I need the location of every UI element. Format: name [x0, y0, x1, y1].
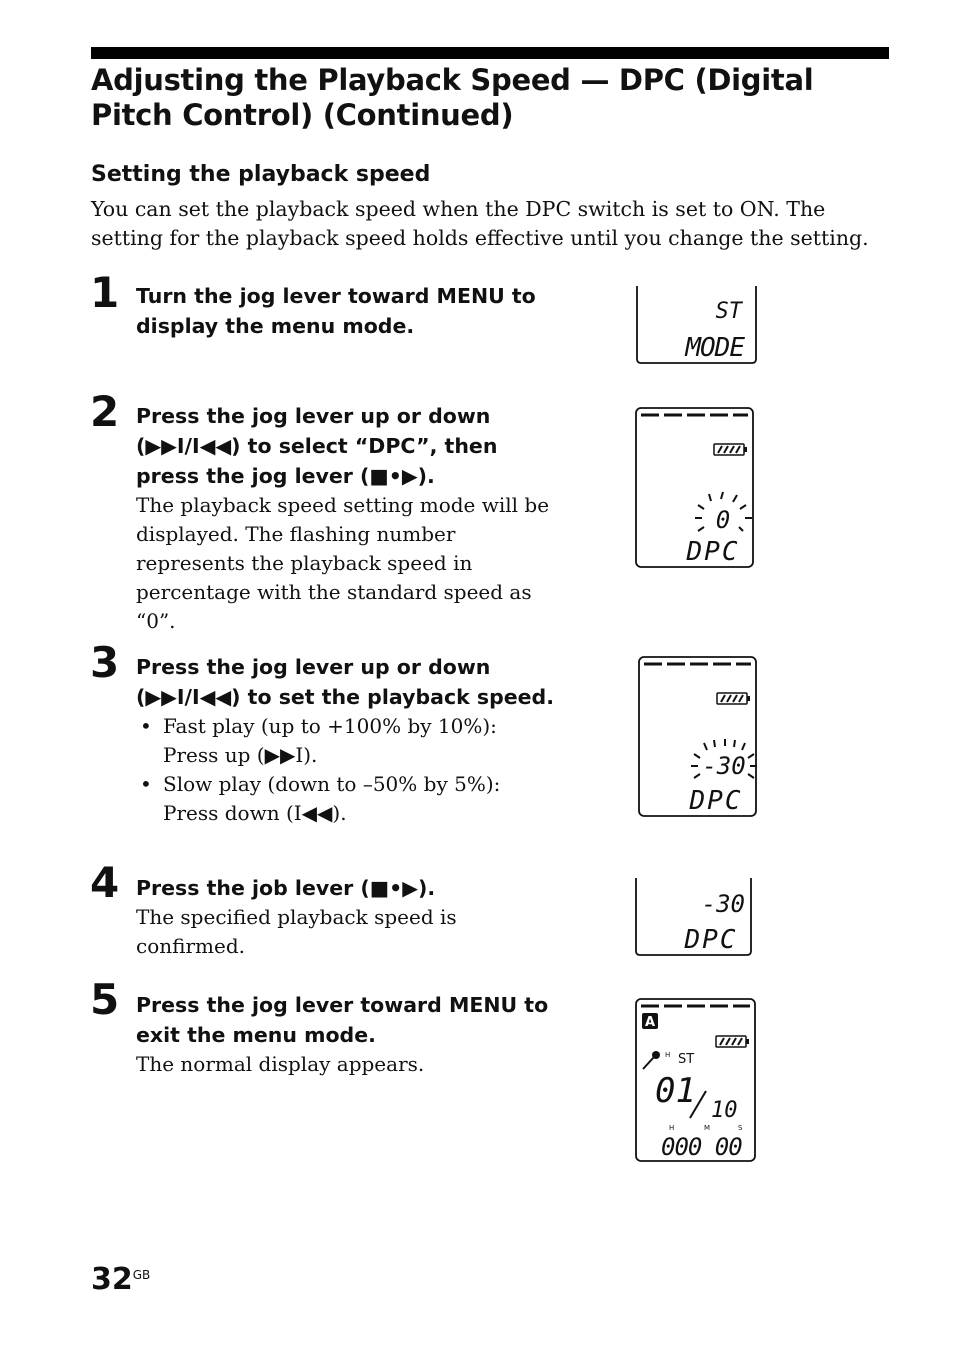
step-2-instruction: Press the jog lever up or down (▶▶I/I◀◀)… [136, 404, 498, 488]
lcd-5-total: 10 [711, 1098, 738, 1123]
lcd-5-counter: 000 00 [661, 1133, 742, 1161]
step-3-number: 3 [90, 638, 120, 687]
lcd-5-mic-sensitivity: H [665, 1051, 670, 1059]
step-3-bullet-fast: Fast play (up to +100% by 10%): Press up… [136, 712, 556, 770]
lcd-5-seconds-label: S [738, 1124, 743, 1132]
lcd-3-flash-rays [691, 739, 757, 779]
lcd-2-value: 0 [716, 506, 730, 534]
lcd-5-track: 01 [655, 1071, 696, 1111]
page-number: 32GB [91, 1262, 150, 1297]
lcd-4-value: -30 [702, 890, 745, 918]
step-3-bullet-slow: Slow play (down to –50% by 5%): Press do… [136, 770, 556, 828]
step-5-instruction: Press the jog lever toward MENU to exit … [136, 993, 549, 1047]
lcd-display-normal: A H ST 01 10 H M S 000 00 [635, 998, 756, 1162]
header-rule [91, 47, 889, 59]
lcd-display-dpc-select: 0 DPC [635, 407, 754, 568]
step-3-bullets: Fast play (up to +100% by 10%): Press up… [136, 712, 556, 828]
lcd-2-main: DPC [686, 537, 740, 567]
lcd-2-flash-rays [695, 491, 752, 532]
lcd-5-mode: ST [678, 1052, 694, 1067]
page-title: Adjusting the Playback Speed — DPC (Digi… [91, 63, 814, 132]
lcd-5-folder-badge [642, 1013, 658, 1029]
lcd-4-main: DPC [684, 925, 738, 955]
lcd-3-main: DPC [689, 786, 743, 816]
step-5-number: 5 [90, 975, 120, 1024]
lcd-3-value: -30 [702, 752, 745, 780]
lcd-1-top: ST [716, 299, 744, 324]
step-1-number: 1 [90, 268, 120, 317]
step-1-instruction: Turn the jog lever toward MENU to displa… [136, 284, 536, 338]
step-3-instruction: Press the jog lever up or down (▶▶I/I◀◀)… [136, 655, 555, 709]
step-2-number: 2 [90, 387, 120, 436]
step-3: Press the jog lever up or down (▶▶I/I◀◀)… [136, 652, 556, 828]
step-5-body: The normal display appears. [136, 1052, 425, 1076]
lcd-5-slash [689, 1090, 707, 1119]
section-intro: You can set the playback speed when the … [91, 197, 869, 250]
step-4-body: The specified playback speed is confirme… [136, 905, 457, 958]
lcd-5-minutes-label: M [704, 1124, 710, 1132]
lcd-3-battery-icon [716, 692, 750, 705]
step-4-number: 4 [90, 858, 120, 907]
lcd-5-folder-label: A [645, 1015, 655, 1030]
step-4: Press the job lever (■•▶). The specified… [136, 873, 556, 961]
step-2: Press the jog lever up or down (▶▶I/I◀◀)… [136, 401, 556, 636]
step-4-instruction: Press the job lever (■•▶). [136, 876, 436, 900]
lcd-1-main: MODE [684, 333, 745, 363]
page-number-value: 32 [91, 1262, 133, 1297]
mic-icon [642, 1051, 660, 1070]
lcd-display-dpc-confirmed: -30 DPC [635, 878, 752, 956]
step-5: Press the jog lever toward MENU to exit … [136, 990, 556, 1079]
lcd-display-dpc-setting: -30 DPC [638, 656, 757, 817]
step-2-body: The playback speed setting mode will be … [136, 493, 550, 633]
step-1: Turn the jog lever toward MENU to displa… [136, 281, 556, 341]
lcd-5-hours-label: H [669, 1124, 674, 1132]
lcd-2-battery-icon [713, 443, 747, 456]
lcd-display-menu-mode: ST MODE [636, 286, 757, 364]
page-number-suffix: GB [132, 1268, 151, 1282]
lcd-5-battery-icon [715, 1035, 749, 1048]
section-subheading: Setting the playback speed [91, 162, 431, 187]
